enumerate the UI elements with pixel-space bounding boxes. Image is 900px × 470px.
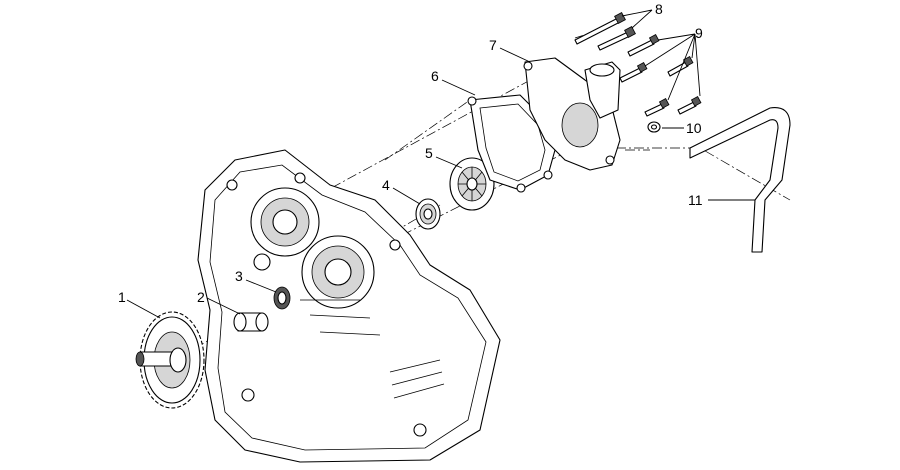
bolt-part-group-8	[574, 12, 636, 51]
svg-text:10: 10	[686, 120, 702, 136]
impeller-part	[449, 157, 495, 211]
svg-text:3: 3	[235, 268, 243, 284]
seal-part	[273, 286, 291, 310]
crankcase-cover	[197, 149, 501, 463]
svg-text:1: 1	[118, 289, 126, 305]
svg-text:8: 8	[655, 1, 663, 17]
callout-9: 9	[644, 25, 703, 101]
callout-10: 10	[662, 120, 702, 136]
svg-text:5: 5	[425, 145, 433, 161]
svg-text:2: 2	[197, 289, 205, 305]
svg-text:6: 6	[431, 68, 439, 84]
callout-4: 4	[382, 177, 421, 205]
pump-cover-part	[523, 57, 621, 171]
bushing-part	[233, 312, 269, 332]
svg-text:11: 11	[688, 192, 703, 208]
callout-5: 5	[425, 145, 463, 169]
svg-text:4: 4	[382, 177, 390, 193]
callout-7: 7	[489, 37, 531, 63]
callout-11: 11	[688, 192, 755, 208]
hose-part	[689, 107, 791, 253]
callout-6: 6	[431, 68, 476, 96]
washer-part	[647, 121, 661, 133]
callout-8: 8	[621, 1, 663, 29]
callout-1: 1	[118, 289, 161, 319]
bearing-part	[415, 198, 441, 230]
gear-part	[135, 311, 205, 409]
svg-text:7: 7	[489, 37, 497, 53]
screw-part-group-9	[619, 34, 702, 117]
callout-2: 2	[197, 289, 241, 315]
svg-text:9: 9	[695, 25, 703, 41]
callout-3: 3	[235, 268, 277, 293]
gasket-part	[467, 94, 556, 193]
